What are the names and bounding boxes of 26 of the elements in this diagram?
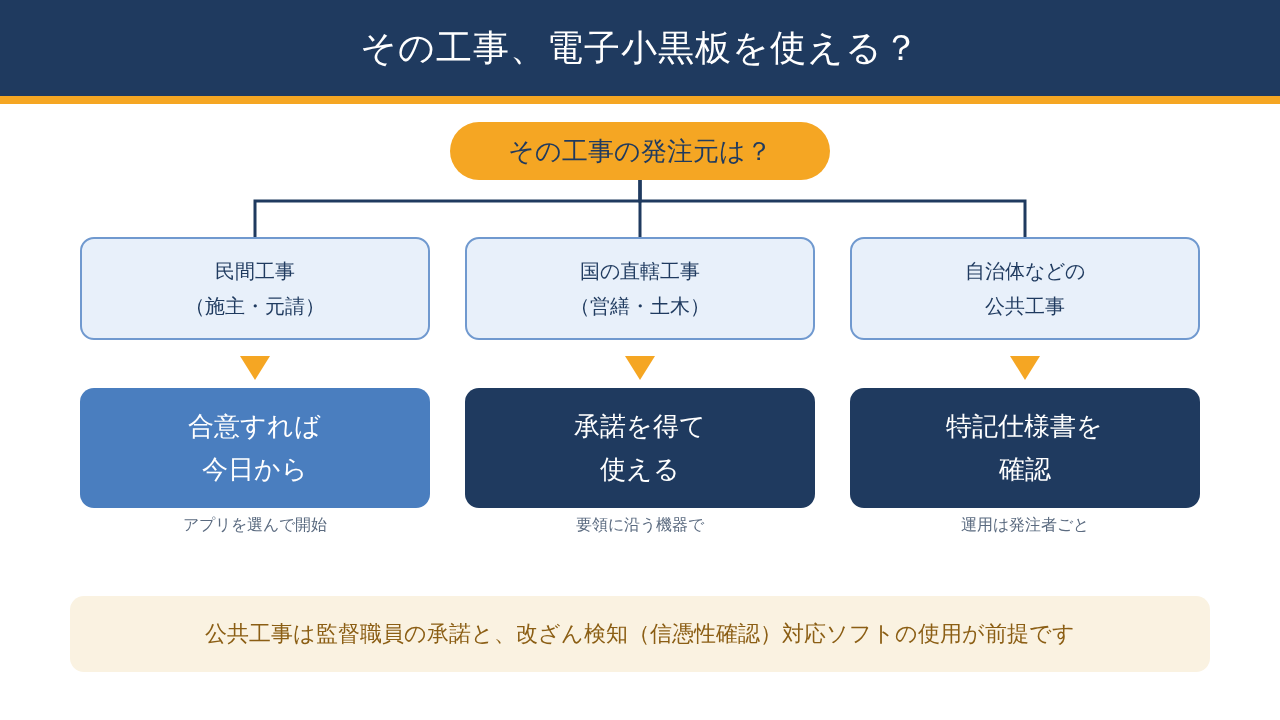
page-title: その工事、電子小黒板を使える？ bbox=[360, 26, 920, 70]
category-label: 自治体などの公共工事 bbox=[964, 257, 1086, 320]
note-text: 公共工事は監督職員の承諾と、改ざん検知（信憑性確認）対応ソフトの使用が前提です bbox=[205, 620, 1075, 648]
down-arrow bbox=[240, 356, 270, 380]
down-arrow bbox=[1010, 356, 1040, 380]
category-box bbox=[465, 237, 815, 340]
result-text: 特記仕様書を確認 bbox=[945, 410, 1105, 486]
result-text: 合意すれば今日から bbox=[187, 410, 323, 486]
result-text: 承諾を得て使える bbox=[573, 410, 707, 486]
category-detail: （施主・元請） bbox=[185, 292, 325, 320]
result-box bbox=[465, 388, 815, 508]
result-box bbox=[80, 388, 430, 508]
note-banner bbox=[70, 596, 1210, 672]
question-text: その工事の発注元は？ bbox=[508, 135, 772, 168]
result-box bbox=[850, 388, 1200, 508]
category-box bbox=[80, 237, 430, 340]
category-label: 国の直轄工事 bbox=[580, 257, 700, 285]
connector-line bbox=[638, 180, 1027, 237]
caption-text: 運用は発注者ごと bbox=[961, 514, 1089, 536]
category-detail: （営繕・土木） bbox=[570, 292, 710, 320]
down-arrow bbox=[625, 356, 655, 380]
category-box bbox=[850, 237, 1200, 340]
question-pill bbox=[450, 122, 830, 180]
category-label: 民間工事 bbox=[215, 257, 295, 285]
caption-text: アプリを選んで開始 bbox=[183, 514, 327, 536]
caption-text: 要領に沿う機器で bbox=[576, 514, 704, 536]
